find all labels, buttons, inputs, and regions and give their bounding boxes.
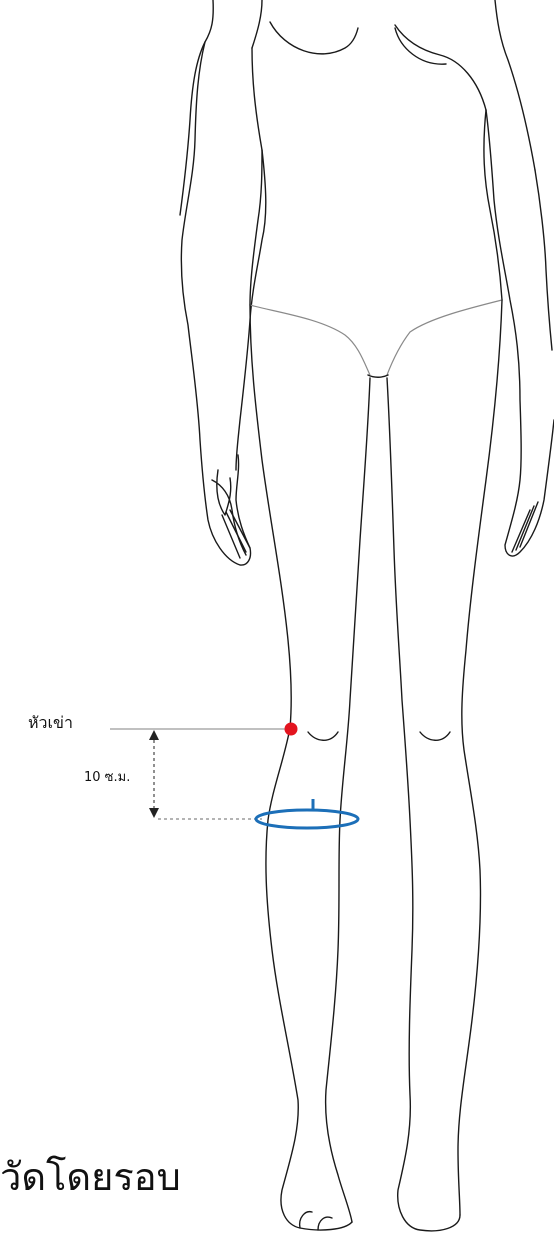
right-leg-outer [458,300,502,1215]
right-arm-inner [486,110,554,556]
measure-ring [256,810,358,828]
distance-arrow-head-down [149,808,159,818]
shoulder-inner-left [252,0,262,48]
shoulder-inner-right [395,25,486,110]
left-leg-outer [250,305,352,1230]
left-arm-outer [181,42,250,565]
left-thumb [217,470,231,515]
neck-right [495,0,535,170]
torso-right [484,110,502,300]
hip-line-left [250,305,370,375]
left-leg-inner [326,378,370,1222]
right-arm-outer [535,170,552,350]
left-hand-fingers [222,510,250,558]
distance-arrow-head-up [149,730,159,740]
right-leg-inner [387,378,460,1231]
left-foot [300,1212,332,1230]
right-kneecap [420,732,450,740]
distance-label: 10 ซ.ม. [84,766,130,787]
chest-left [270,22,358,54]
crotch [368,375,388,377]
knee-label: หัวเข่า [28,711,73,736]
torso-left [250,150,262,305]
chest-right [395,28,446,64]
knee-marker-dot [285,723,298,736]
right-hand-fingers [512,502,538,552]
left-arm-inner [236,48,266,470]
hip-line-right [387,300,502,375]
caption-text: วัดโดยรอบ [0,1146,181,1207]
left-kneecap [308,732,338,740]
